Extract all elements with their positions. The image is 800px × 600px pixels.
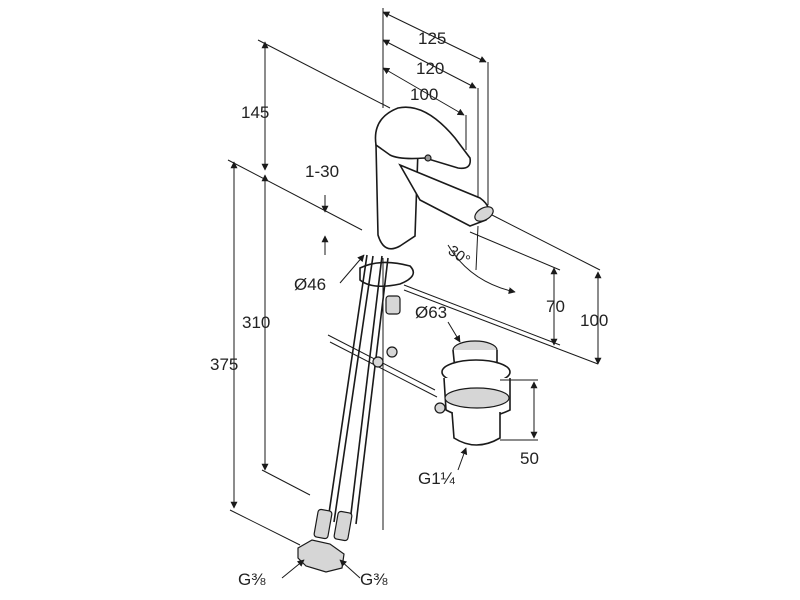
label-125: 125 bbox=[418, 29, 446, 48]
left-height-dimensions: 145 310 375 1-30 bbox=[210, 39, 391, 546]
ref-line-145-top bbox=[257, 39, 391, 109]
label-50: 50 bbox=[520, 449, 539, 468]
angle-arc bbox=[447, 244, 516, 295]
label-100-top: 100 bbox=[410, 85, 438, 104]
mounting-assembly bbox=[297, 254, 438, 573]
hose-thread-labels: G⅜ G⅜ bbox=[238, 559, 388, 589]
ref-line-375-bottom bbox=[229, 509, 301, 546]
angle-ref-line bbox=[475, 225, 479, 271]
g38-right-leader bbox=[339, 559, 361, 579]
top-width-dimensions: 125 120 100 bbox=[382, 8, 489, 205]
dia-63-leader bbox=[447, 321, 461, 343]
diameter-46: Ø46 bbox=[294, 254, 365, 294]
spout-aerator bbox=[474, 206, 494, 222]
rod-clamp bbox=[372, 356, 384, 368]
pop-up-rod-edge bbox=[329, 341, 438, 398]
pop-up-waste: 50 Ø63 G1¼ bbox=[415, 303, 539, 488]
rod-clamp-screw bbox=[386, 346, 398, 358]
dia-46-leader bbox=[339, 254, 365, 284]
label-145: 145 bbox=[241, 103, 269, 122]
label-g1-1-4: G1¼ bbox=[418, 469, 456, 488]
label-100-right: 100 bbox=[580, 311, 608, 330]
mounting-nut bbox=[385, 295, 401, 315]
ref-line-310-bottom bbox=[261, 469, 311, 496]
hose-nut bbox=[297, 539, 345, 573]
right-height-dimensions: 70 100 bbox=[403, 214, 608, 365]
label-70: 70 bbox=[546, 297, 565, 316]
ref-line-70-bottom bbox=[403, 284, 561, 346]
label-g3-8-right: G⅜ bbox=[360, 570, 388, 589]
waste-rod-link bbox=[434, 402, 446, 414]
faucet-lever bbox=[374, 106, 472, 170]
label-120: 120 bbox=[416, 59, 444, 78]
supply-hose-left-inner bbox=[333, 255, 374, 523]
ref-line-70-top bbox=[469, 231, 561, 271]
ref-line-100-bottom bbox=[403, 289, 599, 365]
lever-indicator bbox=[424, 154, 432, 162]
supply-hose-right-outer bbox=[349, 255, 383, 523]
waste-nut bbox=[444, 387, 510, 409]
ref-line-375-top bbox=[227, 159, 363, 231]
label-dia-63: Ø63 bbox=[415, 303, 447, 322]
dim-line-100 bbox=[382, 67, 465, 116]
label-g3-8-left: G⅜ bbox=[238, 570, 266, 589]
label-375: 375 bbox=[210, 355, 238, 374]
supply-hose-left-outer bbox=[327, 254, 368, 521]
hose-connector-right bbox=[333, 510, 353, 542]
label-dia-46: Ø46 bbox=[294, 275, 326, 294]
faucet-column bbox=[375, 144, 419, 250]
g38-left-leader bbox=[281, 559, 305, 579]
g114-leader bbox=[457, 447, 468, 471]
waste-tailpiece bbox=[451, 411, 501, 446]
label-1-30: 1-30 bbox=[305, 162, 339, 181]
label-310: 310 bbox=[242, 313, 270, 332]
hose-connector-left bbox=[313, 508, 333, 540]
faucet-body bbox=[374, 106, 494, 250]
ref-line-100-top bbox=[491, 214, 601, 271]
